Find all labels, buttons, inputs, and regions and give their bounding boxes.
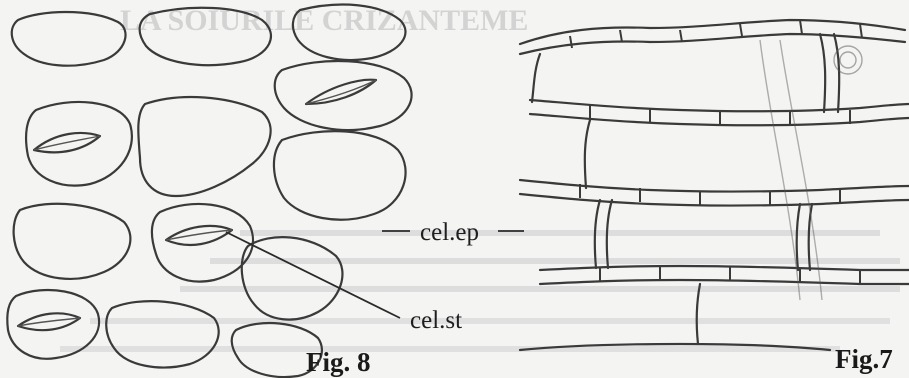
- label-cel-st: cel.st: [410, 307, 462, 334]
- fig7-cell-rows-drawing: [520, 20, 909, 350]
- bleed-through-text: LA SOIURILE CRIZANTEME: [60, 4, 900, 352]
- figure-caption-8: Fig. 8: [306, 347, 371, 377]
- figure-caption-7: Fig.7: [835, 344, 893, 374]
- label-cel-ep: cel.ep: [420, 219, 479, 246]
